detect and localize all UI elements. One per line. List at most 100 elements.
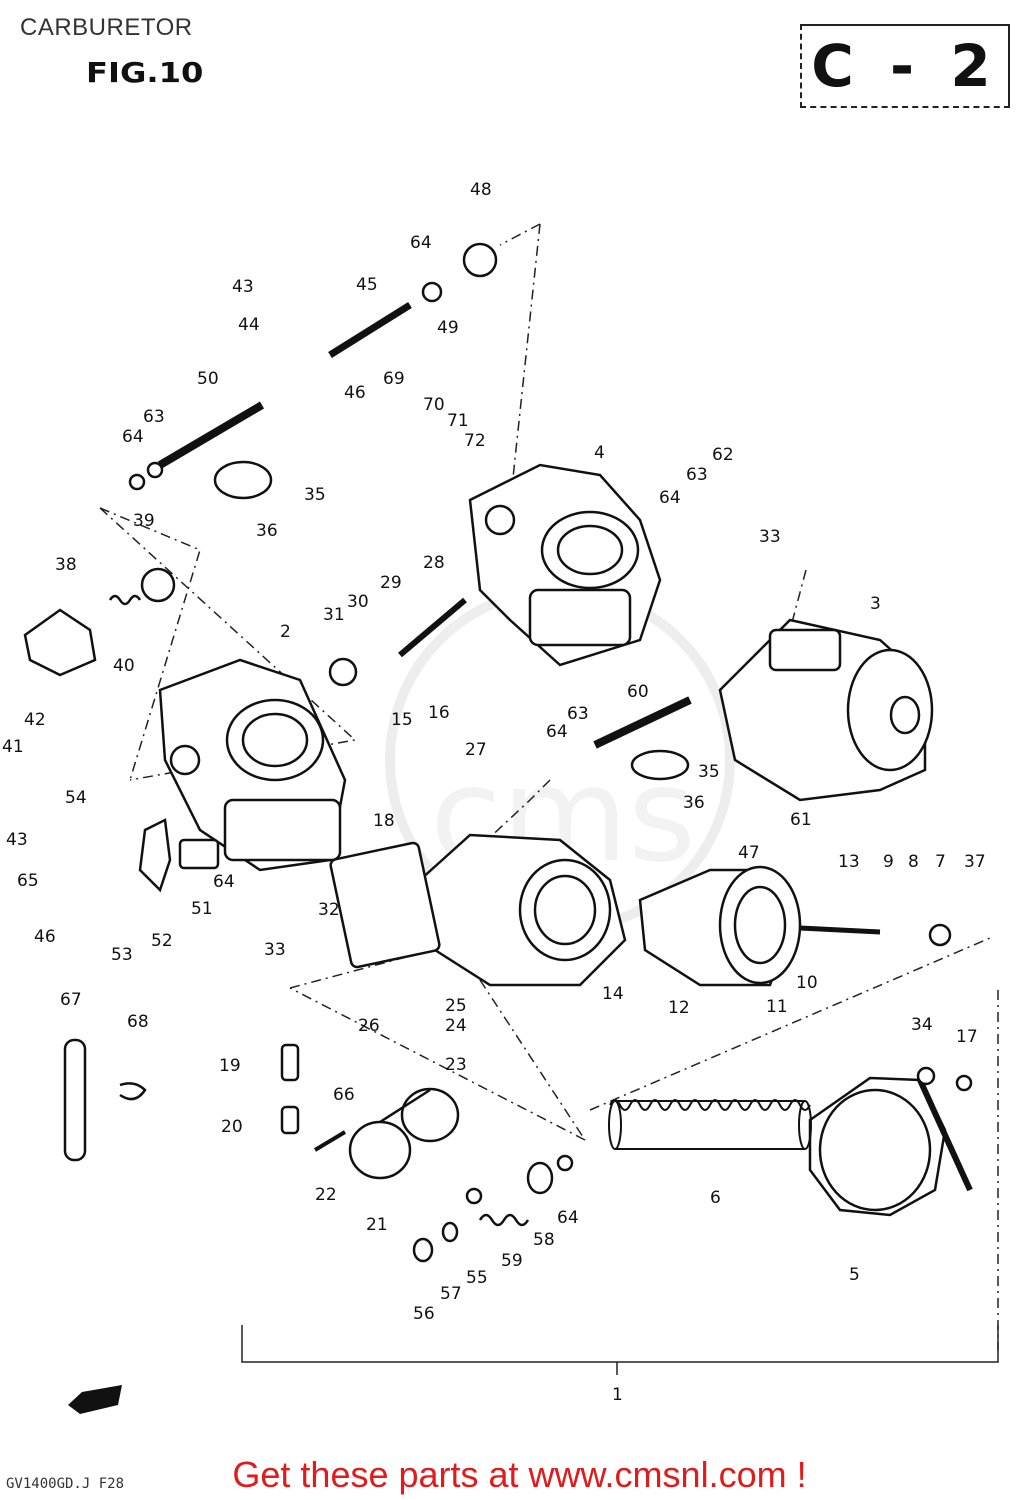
carburetor-body-4 bbox=[468, 463, 662, 667]
part-label: 21 bbox=[366, 1215, 388, 1235]
part-label: 35 bbox=[698, 762, 720, 782]
top-cover bbox=[808, 1076, 973, 1217]
part-label: 10 bbox=[796, 973, 818, 993]
small-parts bbox=[23, 242, 973, 1263]
part-label: 38 bbox=[55, 555, 77, 575]
part-label: 19 bbox=[219, 1056, 241, 1076]
part-label: 45 bbox=[356, 275, 378, 295]
part-label: 63 bbox=[686, 465, 708, 485]
part-label: 62 bbox=[712, 445, 734, 465]
piston-spring bbox=[608, 1099, 812, 1150]
part-label: 3 bbox=[870, 594, 881, 614]
part-label: 72 bbox=[464, 431, 486, 451]
part-label: 26 bbox=[358, 1016, 380, 1036]
part-label: 46 bbox=[34, 927, 56, 947]
figure-number: FIG.10 bbox=[86, 56, 204, 89]
part-label: 52 bbox=[151, 931, 173, 951]
part-label: 30 bbox=[347, 592, 369, 612]
part-label: 17 bbox=[956, 1027, 978, 1047]
part-label: 11 bbox=[766, 997, 788, 1017]
part-label: 14 bbox=[602, 984, 624, 1004]
part-label: 24 bbox=[445, 1016, 467, 1036]
part-label: 43 bbox=[232, 277, 254, 297]
part-label: 7 bbox=[935, 852, 946, 872]
part-label: 55 bbox=[466, 1268, 488, 1288]
part-label: 16 bbox=[428, 703, 450, 723]
part-label: 49 bbox=[437, 318, 459, 338]
part-label: 20 bbox=[221, 1117, 243, 1137]
part-label: 61 bbox=[790, 810, 812, 830]
part-label: 46 bbox=[344, 383, 366, 403]
part-label: 71 bbox=[447, 411, 469, 431]
part-label: 65 bbox=[17, 871, 39, 891]
part-label: 53 bbox=[111, 945, 133, 965]
part-label: 35 bbox=[304, 485, 326, 505]
part-label: 63 bbox=[143, 407, 165, 427]
part-label: 34 bbox=[911, 1015, 933, 1035]
shop-link[interactable]: Get these parts at www.cmsnl.com ! bbox=[0, 1454, 1021, 1496]
part-label: 64 bbox=[122, 427, 144, 447]
part-label: 13 bbox=[838, 852, 860, 872]
part-label: 64 bbox=[557, 1208, 579, 1228]
float bbox=[348, 1087, 460, 1180]
part-label: 40 bbox=[113, 656, 135, 676]
part-label: 28 bbox=[423, 553, 445, 573]
part-label: 31 bbox=[323, 605, 345, 625]
part-label: 64 bbox=[410, 233, 432, 253]
carburetor-body-2 bbox=[158, 658, 347, 872]
part-label: 9 bbox=[883, 852, 894, 872]
part-label: 58 bbox=[533, 1230, 555, 1250]
part-label: 39 bbox=[133, 511, 155, 531]
part-label: 69 bbox=[383, 369, 405, 389]
part-label: 36 bbox=[683, 793, 705, 813]
part-label: 54 bbox=[65, 788, 87, 808]
part-label: 18 bbox=[373, 811, 395, 831]
part-label: 37 bbox=[964, 852, 986, 872]
part-label: 6 bbox=[710, 1188, 721, 1208]
assembly-bracket bbox=[241, 1325, 999, 1375]
part-label: 27 bbox=[465, 740, 487, 760]
part-label: 29 bbox=[380, 573, 402, 593]
part-label: 64 bbox=[659, 488, 681, 508]
vacuum-piston bbox=[638, 865, 802, 987]
part-label: 4 bbox=[594, 443, 605, 463]
carburetor-body-3 bbox=[718, 618, 934, 802]
part-label: 48 bbox=[470, 180, 492, 200]
part-label: 33 bbox=[264, 940, 286, 960]
page-title: CARBURETOR bbox=[20, 14, 193, 41]
document-code: GV1400GD.J F28 bbox=[6, 1476, 125, 1492]
part-label: 15 bbox=[391, 710, 413, 730]
part-label: 33 bbox=[759, 527, 781, 547]
part-label: 23 bbox=[445, 1055, 467, 1075]
part-label: 57 bbox=[440, 1284, 462, 1304]
part-label: 64 bbox=[546, 722, 568, 742]
part-label: 70 bbox=[423, 395, 445, 415]
part-label: 68 bbox=[127, 1012, 149, 1032]
part-label: 64 bbox=[213, 872, 235, 892]
front-arrow-icon bbox=[68, 1385, 122, 1414]
carburetor-body-center bbox=[329, 833, 627, 987]
part-label: 25 bbox=[445, 996, 467, 1016]
part-label: 44 bbox=[238, 315, 260, 335]
part-label: 12 bbox=[668, 998, 690, 1018]
part-label: 42 bbox=[24, 710, 46, 730]
part-labels: 48 64 43 45 44 49 46 69 70 71 72 50 63 6… bbox=[2, 180, 986, 1405]
part-label: 60 bbox=[627, 682, 649, 702]
part-label: 8 bbox=[908, 852, 919, 872]
part-label: 67 bbox=[60, 990, 82, 1010]
part-label: 2 bbox=[280, 622, 291, 642]
part-label: 1 bbox=[612, 1385, 623, 1405]
part-label: 66 bbox=[333, 1085, 355, 1105]
part-label: 5 bbox=[849, 1265, 860, 1285]
part-label: 51 bbox=[191, 899, 213, 919]
part-label: 56 bbox=[413, 1304, 435, 1324]
part-label: 50 bbox=[197, 369, 219, 389]
part-label: 47 bbox=[738, 843, 760, 863]
part-label: 43 bbox=[6, 830, 28, 850]
shop-link-text: Get these parts at www.cmsnl.com ! bbox=[232, 1454, 807, 1495]
part-label: 63 bbox=[567, 704, 589, 724]
part-label: 22 bbox=[315, 1185, 337, 1205]
part-label: 36 bbox=[256, 521, 278, 541]
part-label: 41 bbox=[2, 737, 24, 757]
